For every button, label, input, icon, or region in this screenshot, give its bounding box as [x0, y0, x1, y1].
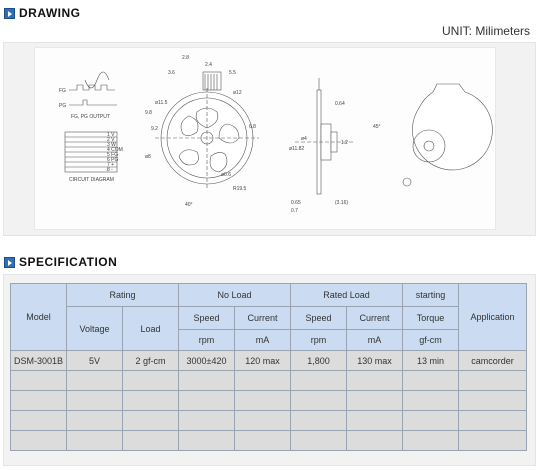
dim-40-deg: 40°: [185, 202, 193, 208]
dim-dia-11-5: ø11.5: [155, 100, 168, 106]
side-view: ø11.82 ø4 0.64 1.2 0.65 0.7 (3.16): [289, 78, 355, 214]
cell-noload-speed: 3000±420: [178, 350, 236, 371]
dim-1-2: 1.2: [341, 140, 348, 146]
dim-3-6: 3.6: [168, 70, 175, 76]
unit-noload-rpm: rpm: [178, 329, 236, 351]
header-rated-load: Rated Load: [290, 283, 404, 307]
dim-0-65: 0.65: [291, 200, 301, 206]
header-no-load: No Load: [178, 283, 292, 307]
pg-label: PG: [59, 103, 66, 109]
pin-1: 1 V: [107, 132, 115, 138]
header-noload-current: Current: [234, 306, 292, 330]
cell-application: camcorder: [458, 350, 528, 371]
dim-0-7: 0.7: [291, 208, 298, 214]
drawing-svg: FG PG FG, PG OUTPUT 1 V 2 V 3 W 4 COM 5 …: [59, 55, 493, 214]
spec-table: Model Rating No Load Rated Load starting…: [10, 283, 528, 451]
output-caption: FG, PG OUTPUT: [71, 114, 110, 120]
table-row-empty: [10, 410, 528, 431]
cell-model: DSM-3001B: [10, 350, 67, 371]
dim-45-deg: 45°: [373, 124, 381, 130]
table-row-empty: [10, 370, 528, 391]
section-arrow-icon: [4, 256, 15, 268]
dim-r19-5: R19.5: [233, 186, 247, 192]
circuit-caption: CIRCUIT DIAGRAM: [69, 177, 114, 183]
header-rated-current: Current: [346, 306, 404, 330]
cell-torque: 13 min: [402, 350, 460, 371]
pin-8: 8 -: [107, 167, 113, 173]
spec-title: SPECIFICATION: [19, 255, 118, 269]
dim-9-8: 9.8: [145, 110, 152, 116]
header-application: Application: [458, 283, 528, 351]
front-view: 2.8 2.4 3.6 5.5 9.8 6.8 9.2 ø11.5 ø12 ø8…: [145, 55, 259, 208]
unit-noload-ma: mA: [234, 329, 292, 351]
pin-2: 2 V: [107, 137, 115, 143]
unit-rated-rpm: rpm: [290, 329, 348, 351]
drawing-section-header: DRAWING: [4, 5, 81, 21]
pin-5: 5 FG: [107, 152, 118, 158]
spec-header-row-2: Voltage Load Speed Current Speed Current…: [11, 306, 527, 351]
header-torque: Torque: [402, 306, 460, 330]
fg-label: FG: [59, 88, 66, 94]
spec-section-header: SPECIFICATION: [4, 254, 117, 270]
cell-noload-current: 120 max: [234, 350, 292, 371]
spec-header-row-3: rpm mA rpm mA gf-cm: [11, 329, 527, 351]
spec-header-row-1: Model Rating No Load Rated Load starting…: [10, 283, 528, 351]
section-arrow-icon: [4, 7, 15, 19]
unit-label: UNIT: Milimeters: [441, 24, 530, 38]
unit-torque-gfcm: gf-cm: [402, 329, 460, 351]
dim-2-4: 2.4: [205, 62, 212, 68]
dim-9-2: 9.2: [151, 126, 158, 132]
header-load: Load: [121, 306, 180, 351]
header-starting: starting: [402, 283, 460, 307]
header-rating: Rating: [65, 283, 180, 307]
cell-load: 2 gf-cm: [121, 350, 180, 371]
pin-7: 7 +: [107, 162, 114, 168]
rear-view: 45°: [373, 83, 493, 187]
dim-dia-11-82: ø11.82: [289, 146, 304, 152]
pin-4: 4 COM: [107, 147, 123, 153]
technical-drawing: FG PG FG, PG OUTPUT 1 V 2 V 3 W 4 COM 5 …: [34, 47, 496, 230]
cell-rated-speed: 1,800: [290, 350, 348, 371]
cell-rated-current: 130 max: [346, 350, 404, 371]
header-voltage: Voltage: [66, 306, 123, 351]
dim-dia-12: ø12: [233, 90, 242, 96]
table-row-empty: [10, 390, 528, 411]
pin-6: 6 PG: [107, 157, 119, 163]
unit-rated-ma: mA: [346, 329, 404, 351]
circuit-diagram: 1 V 2 V 3 W 4 COM 5 FG 6 PG 7 + 8 - CIRC…: [64, 131, 123, 183]
dim-6-8: 6.8: [249, 124, 256, 130]
dim-2-8: 2.8: [182, 55, 189, 61]
header-noload-speed: Speed: [178, 306, 236, 330]
header-rated-speed: Speed: [290, 306, 348, 330]
dim-5-5: 5.5: [229, 70, 236, 76]
table-row: DSM-3001B 5V 2 gf-cm 3000±420 120 max 1,…: [10, 350, 528, 371]
dim-3-16: (3.16): [335, 200, 348, 206]
header-model: Model: [10, 283, 67, 351]
table-row-empty: [10, 430, 528, 451]
dim-dia-0-6: ø0.6: [221, 172, 231, 178]
dim-dia-8: ø8: [145, 154, 151, 160]
output-waveform: FG PG FG, PG OUTPUT: [59, 71, 117, 120]
dim-0-64: 0.64: [335, 101, 345, 107]
cell-voltage: 5V: [66, 350, 123, 371]
dim-dia-4: ø4: [301, 136, 307, 142]
drawing-title: DRAWING: [19, 6, 81, 20]
pin-3: 3 W: [107, 142, 116, 148]
